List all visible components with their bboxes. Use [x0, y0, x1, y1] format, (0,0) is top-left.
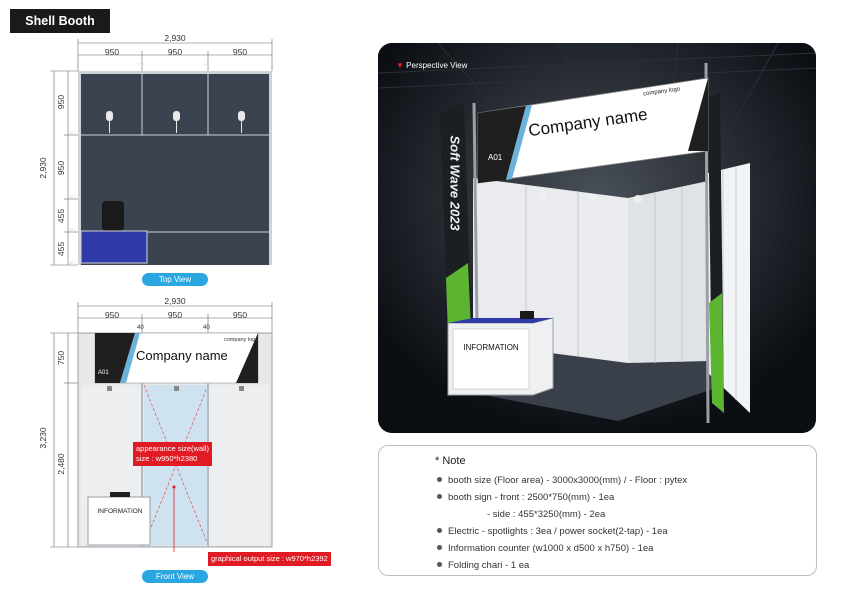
bullet-icon	[437, 527, 442, 533]
bullet-icon	[437, 493, 442, 499]
bullet-icon	[437, 544, 442, 550]
front-total-width: 2,930	[164, 296, 186, 306]
top-side-gap-4: 40	[69, 261, 76, 267]
note-line: Information counter (w1000 x d500 x h750…	[437, 543, 807, 560]
perspective-side-banner: Soft Wave 2023	[447, 135, 463, 231]
counter-shape	[80, 230, 148, 264]
top-total-height: 2,930	[38, 157, 48, 179]
front-sign-company: Company name	[136, 348, 228, 363]
front-gap-2: 40	[203, 325, 210, 331]
top-gap-1: 40	[137, 62, 144, 68]
note-line: - side : 455*3250(mm) - 2ea	[487, 509, 606, 520]
front-height-1: 750	[56, 350, 66, 366]
top-view-drawing	[50, 39, 273, 266]
perspective-panel: ▼ Perspective View Company name company …	[378, 43, 816, 433]
top-view: 2,930 950 950 950 40 40 2,930 950 950 45…	[38, 33, 280, 295]
front-gap-1: 40	[137, 325, 144, 331]
front-view-caption: Front View	[142, 570, 208, 583]
top-height-2: 950	[56, 160, 66, 176]
graphical-output-tag: graphical output size : w970*h2392	[208, 552, 331, 566]
perspective-counter-label: INFORMATION	[463, 343, 519, 352]
front-total-height: 3,230	[38, 427, 48, 449]
front-width-3: 950	[232, 310, 248, 320]
note-line: booth sign - front : 2500*750(mm) - 1ea	[437, 492, 807, 509]
front-sign-booth-no: A01	[98, 370, 109, 376]
front-sign-logo: company logo	[224, 337, 259, 343]
perspective-label: ▼ Perspective View	[396, 61, 468, 70]
top-total-width: 2,930	[164, 33, 186, 43]
notes-heading: * Note	[435, 455, 466, 467]
appearance-size: size : w950*h2380	[136, 454, 198, 463]
perspective-drawing	[378, 43, 816, 433]
top-height-3: 455	[56, 208, 66, 224]
top-side-gap-2: 40	[69, 195, 76, 201]
top-side-gap-1: 40	[69, 131, 76, 137]
top-gap-2: 40	[203, 62, 210, 68]
page-title: Shell Booth	[10, 9, 110, 33]
top-height-1: 950	[56, 94, 66, 110]
appearance-size-tag: appearance size(wall) size : w950*h2380	[133, 442, 212, 466]
notes-box: * Note booth size (Floor area) - 3000x30…	[378, 445, 817, 576]
top-height-4: 455	[56, 241, 66, 257]
note-line: booth size (Floor area) - 3000x3000(mm) …	[437, 475, 807, 492]
perspective-sign-booth-no: A01	[488, 153, 503, 162]
front-counter-label: INFORMATION	[97, 508, 143, 515]
front-view: 2,930 950 950 950 40 40 3,230 750 2,480 …	[38, 296, 331, 566]
top-view-caption: Top View	[142, 273, 208, 286]
top-width-1: 950	[104, 47, 120, 57]
front-width-2: 950	[167, 310, 183, 320]
front-view-drawing	[50, 302, 273, 561]
bullet-icon	[437, 476, 442, 482]
chair-icon	[102, 201, 124, 231]
top-side-gap-3: 40	[69, 228, 76, 234]
notes-list: booth size (Floor area) - 3000x3000(mm) …	[437, 475, 807, 577]
top-width-3: 950	[232, 47, 248, 57]
appearance-label: appearance size(wall)	[136, 444, 209, 453]
note-line: Folding chari - 1 ea	[437, 560, 807, 577]
triangle-down-icon: ▼	[396, 61, 404, 70]
front-height-2: 2,480	[56, 453, 66, 475]
front-width-1: 950	[104, 310, 120, 320]
top-width-2: 950	[167, 47, 183, 57]
note-line: Electric - spotlights : 3ea / power sock…	[437, 526, 807, 543]
bullet-icon	[437, 561, 442, 567]
